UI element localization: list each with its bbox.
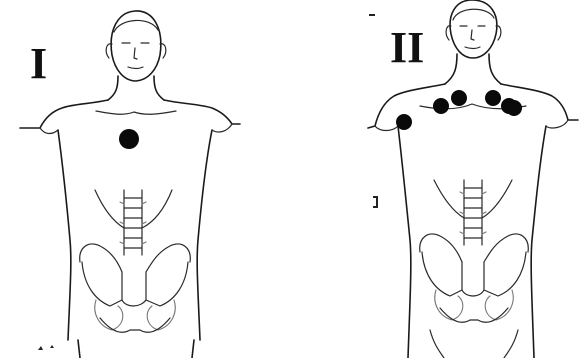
panel-1-label: I [30, 39, 47, 88]
panel-2-spine [460, 180, 486, 245]
panel-2-marker-right-acromion [506, 100, 522, 116]
panel-1-specks [38, 345, 54, 350]
panel-1-marker-sternum [119, 129, 139, 149]
panel-2-label: II [390, 23, 424, 72]
panel-2-pelvis [420, 234, 529, 322]
panel-2-marker-left-sternoclavicular [451, 90, 467, 106]
panel-1-figure [20, 11, 240, 358]
panel-2-markers [396, 90, 522, 130]
panel-2: II [368, 0, 578, 358]
panel-2-marker-right-sternoclavicular [485, 90, 501, 106]
panel-2-speck-side [373, 196, 378, 208]
panel-1-spine [120, 190, 146, 255]
panel-1-head [111, 11, 161, 81]
panel-2-speck-top [369, 14, 375, 16]
panel-1: I [20, 11, 240, 358]
panel-2-marker-left-clavicle [433, 98, 449, 114]
panel-2-marker-left-acromion [396, 114, 412, 130]
panel-1-pelvis [80, 244, 191, 332]
